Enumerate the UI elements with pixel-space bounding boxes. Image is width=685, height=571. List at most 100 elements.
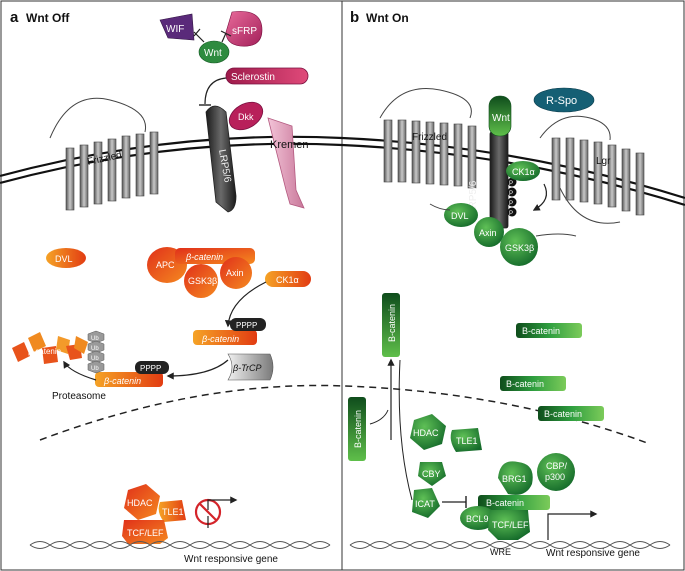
axin-label-off: Axin — [226, 268, 244, 278]
proteasome-label: Proteasome — [52, 391, 106, 402]
transcription-arrow — [547, 510, 598, 540]
wif-label: WIF — [166, 24, 184, 35]
frizzled-label-on: Frizzled — [412, 132, 447, 143]
icat-protein: ICAT — [412, 488, 440, 518]
ck1a-arrow — [224, 281, 267, 328]
b-catenin-label-2: B-catenin — [522, 326, 560, 336]
ubiquitin-chain: Ub Ub Ub Ub — [87, 330, 105, 374]
ub-label-4: Ub — [91, 366, 99, 372]
ub-label-2: Ub — [91, 346, 99, 352]
brg1-label: BRG1 — [502, 474, 527, 484]
hdac-tle1-on: HDAC TLE1 — [410, 414, 482, 452]
cby-label: CBY — [422, 469, 441, 479]
wre-label: WRE — [490, 547, 511, 557]
activator-complex: BRG1 CBP/ p300 B-catenin BCL9 TCF/LEF — [460, 453, 575, 540]
proteasome-arrow — [63, 360, 97, 381]
beta-catenin-complex-label: β-catenin — [185, 252, 223, 262]
panel-a-letter: a — [10, 9, 19, 26]
beta-catenin-ub-label: β-catenin — [103, 376, 141, 386]
ck1a-label-off: CK1α — [276, 275, 299, 285]
repressor-complex: HDAC TLE1 TCF/LEF — [122, 484, 186, 544]
hdac-label-on: HDAC — [413, 428, 439, 438]
wnt-ligand-on: Wnt — [488, 95, 512, 137]
p-label-1: P — [509, 181, 513, 187]
phospho-beta-catenin: β-catenin PPPP — [193, 318, 266, 345]
tcf-lef-label-off: TCF/LEF — [127, 528, 164, 538]
icat-label: ICAT — [415, 499, 435, 509]
btrcp-arrow — [166, 359, 229, 380]
wnt-ligand-off: Wnt — [193, 28, 232, 64]
cbp-label: CBP/ — [546, 461, 568, 471]
cby-arrow — [398, 359, 413, 501]
degraded-label: β-catenin — [28, 347, 61, 356]
tle1-label-on: TLE1 — [456, 436, 478, 446]
b-catenin-label-1: B-catenin — [387, 304, 397, 342]
hdac-label-off: HDAC — [127, 498, 153, 508]
dkk-protein: Dkk — [228, 101, 264, 131]
gsk3b-label-on: GSK3β — [505, 243, 534, 253]
ub-label-3: Ub — [91, 356, 99, 362]
rspo-protein: R-Spo — [533, 87, 595, 113]
p-label-2: P — [509, 191, 513, 197]
nucleus-arrow — [369, 409, 389, 425]
sclerostin-label: Sclerostin — [231, 72, 275, 83]
cytoplasmic-beta-catenin: B-catenin B-catenin B-catenin — [500, 323, 604, 421]
b-catenin-label-6: B-catenin — [486, 498, 524, 508]
ubiquitinated-beta-catenin: β-catenin PPPP Ub Ub Ub Ub — [87, 330, 169, 387]
gene-label-on: Wnt responsive gene — [546, 548, 640, 559]
lrp56-label-on: LRP5/6 — [468, 180, 479, 214]
kremen-label: Kremen — [270, 139, 309, 151]
pppp-label-2: PPPP — [140, 364, 161, 373]
dna-helix-off — [29, 541, 331, 549]
ub-label-1: Ub — [91, 336, 99, 342]
beta-catenin-phospho-label: β-catenin — [201, 334, 239, 344]
gene-label-off: Wnt responsive gene — [184, 554, 278, 565]
b-catenin-label-5: B-catenin — [353, 410, 363, 448]
cell-membrane — [0, 135, 685, 207]
dkk-label: Dkk — [238, 112, 254, 122]
bcl9-label: BCL9 — [466, 514, 489, 524]
panel-b-letter: b — [350, 9, 359, 26]
frizzled-receptor-on: Frizzled — [379, 88, 477, 189]
pppp-label-1: PPPP — [236, 321, 257, 330]
btrcp-protein: β-TrCP — [227, 353, 274, 381]
dvl-protein-off: DVL — [46, 248, 86, 268]
gsk3b-label-off: GSK3β — [188, 276, 217, 286]
signalosome: DVL Axin GSK3β — [429, 203, 577, 266]
lgr-label: Lgr — [596, 156, 611, 167]
tle1-label-off: TLE1 — [162, 507, 184, 517]
sfrp-label: sFRP — [232, 26, 257, 37]
sclerostin-protein: Sclerostin — [199, 67, 309, 106]
panel-b-title: Wnt On — [366, 11, 409, 25]
dvl-label-off: DVL — [55, 254, 73, 264]
degraded-beta-catenin: β-catenin — [12, 332, 88, 364]
p-label-4: P — [509, 211, 513, 217]
cby-protein: CBY — [418, 462, 446, 486]
wnt-label-on: Wnt — [492, 113, 510, 124]
kremen-receptor: Kremen — [267, 117, 309, 209]
beta-catenin-nuclear-vertical: B-catenin — [348, 397, 366, 461]
btrcp-label: β-TrCP — [232, 363, 261, 373]
rspo-label: R-Spo — [546, 95, 577, 107]
sfrp-protein: sFRP — [225, 11, 263, 47]
b-catenin-label-3: B-catenin — [506, 379, 544, 389]
dvl-label-on: DVL — [451, 211, 469, 221]
apc-label: APC — [156, 260, 175, 270]
wif-protein: WIF — [159, 13, 195, 41]
tcf-lef-label-on: TCF/LEF — [492, 520, 529, 530]
frizzled-label: Frizzled — [86, 150, 123, 168]
destruction-complex: APC β-catenin GSK3β Axin — [147, 247, 255, 298]
no-transcription-icon — [194, 496, 238, 528]
b-catenin-label-4: B-catenin — [544, 409, 582, 419]
p300-label: p300 — [545, 472, 565, 482]
ck1a-protein-on: CK1α — [506, 161, 540, 181]
ck1a-protein-off: CK1α — [265, 271, 311, 287]
lrp56-receptor: LRP5/6 — [205, 105, 237, 213]
dna-helix-on — [349, 541, 671, 549]
beta-catenin-vertical: B-catenin — [382, 293, 400, 357]
p-label-3: P — [509, 201, 513, 207]
phospho-marks-on: P P P P — [507, 177, 517, 217]
ck1a-arrow-on — [532, 183, 547, 211]
ck1a-label-on: CK1α — [512, 167, 535, 177]
